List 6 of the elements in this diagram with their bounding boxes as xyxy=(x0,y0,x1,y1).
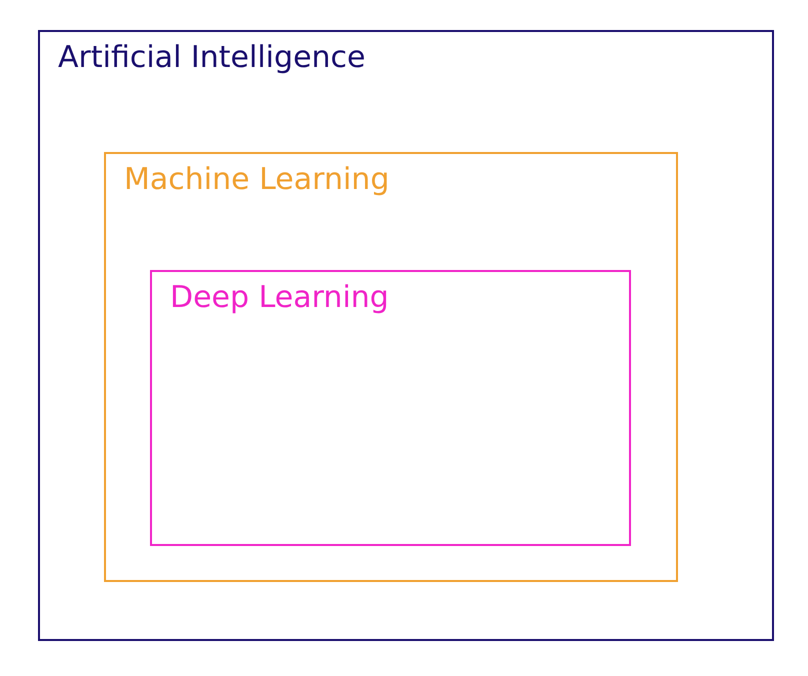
region-title: Deep Learning xyxy=(170,280,389,316)
region-box xyxy=(150,270,631,546)
region-box xyxy=(104,152,678,582)
region-box xyxy=(38,30,774,641)
region-title: Machine Learning xyxy=(124,162,390,198)
region-title: Artificial Intelligence xyxy=(58,40,366,76)
